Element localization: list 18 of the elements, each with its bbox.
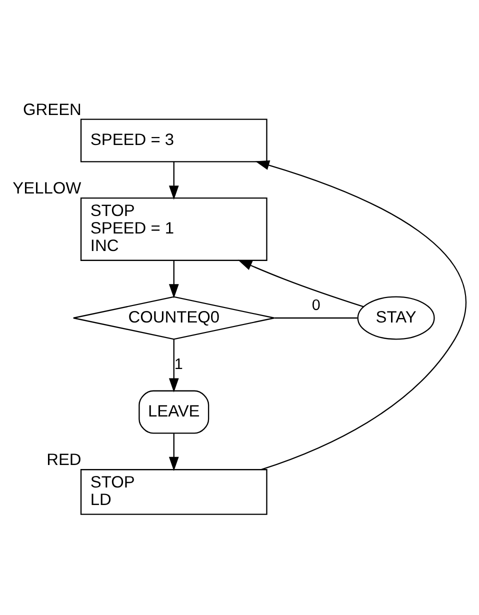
node-label: RED [46, 450, 82, 469]
connector [274, 316, 358, 318]
arrow [168, 161, 179, 200]
node-box: STOP LD [80, 468, 268, 514]
node-diamond: COUNTEQ0 [72, 296, 275, 340]
arrow [238, 259, 364, 307]
node-box: LEAVE [138, 390, 210, 434]
arrow [168, 339, 179, 392]
node-box: STOP SPEED = 1 INC [80, 197, 268, 260]
edge-label: 1 [174, 356, 183, 373]
node-ellipse: STAY [357, 296, 435, 340]
arrow [168, 433, 179, 470]
edge-label: 0 [312, 296, 320, 314]
arrow [168, 260, 179, 298]
node-label: YELLOW [12, 179, 82, 198]
arrow [255, 160, 466, 470]
node-label: GREEN [22, 100, 82, 118]
node-box: SPEED = 3 [80, 118, 268, 162]
